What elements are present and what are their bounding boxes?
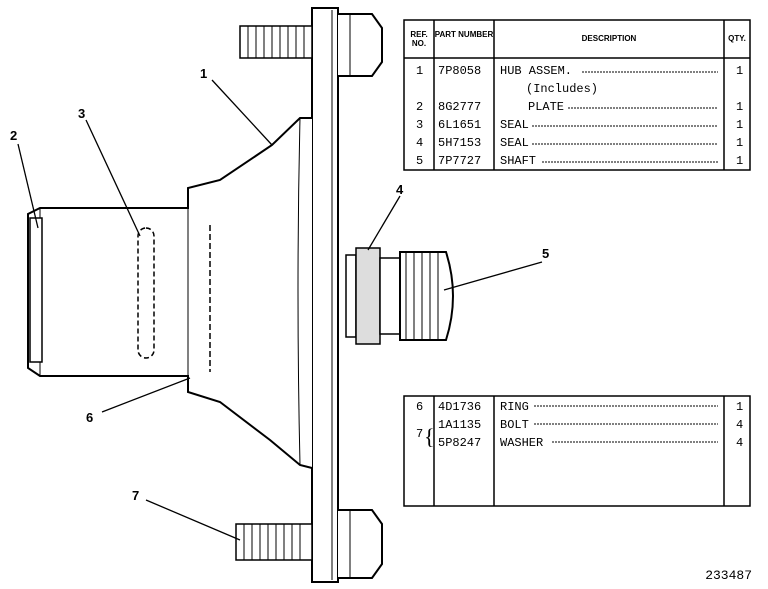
callout-6: 6 (86, 410, 93, 425)
callout-3: 3 (78, 106, 85, 121)
header-part: PART NUMBER (434, 30, 494, 39)
top-bolt (239, 25, 313, 59)
plate-part-2 (29, 217, 43, 363)
callout-7: 7 (132, 488, 139, 503)
callout-4: 4 (396, 182, 404, 197)
parts-table-2: 6 4D1736 RING 1 7 1A1135 BOLT 4 5P8247 W… (416, 400, 744, 450)
header-qty: QTY. (728, 34, 746, 43)
parts-table-frame (403, 19, 751, 171)
bottom-bolt (235, 523, 313, 561)
figure-number: 233487 (705, 568, 752, 583)
seal-part-3 (137, 227, 155, 359)
hub-body (27, 117, 313, 469)
svg-text:{: { (424, 424, 435, 449)
header-desc: DESCRIPTION (581, 34, 637, 43)
callout-5: 5 (542, 246, 549, 261)
callout-1: 1 (200, 66, 207, 81)
top-washer-nut (338, 13, 383, 77)
parts-table-2-frame (403, 395, 751, 507)
header-ref: REF. NO. (410, 30, 428, 48)
flange-plate (311, 7, 339, 583)
shaft-part-5 (399, 251, 454, 341)
seal-part-4 (355, 247, 381, 345)
parts-table: REF. NO. PART NUMBER DESCRIPTION QTY. 1 … (404, 22, 750, 170)
bottom-washer-nut (338, 509, 383, 579)
callout-2: 2 (10, 128, 17, 143)
